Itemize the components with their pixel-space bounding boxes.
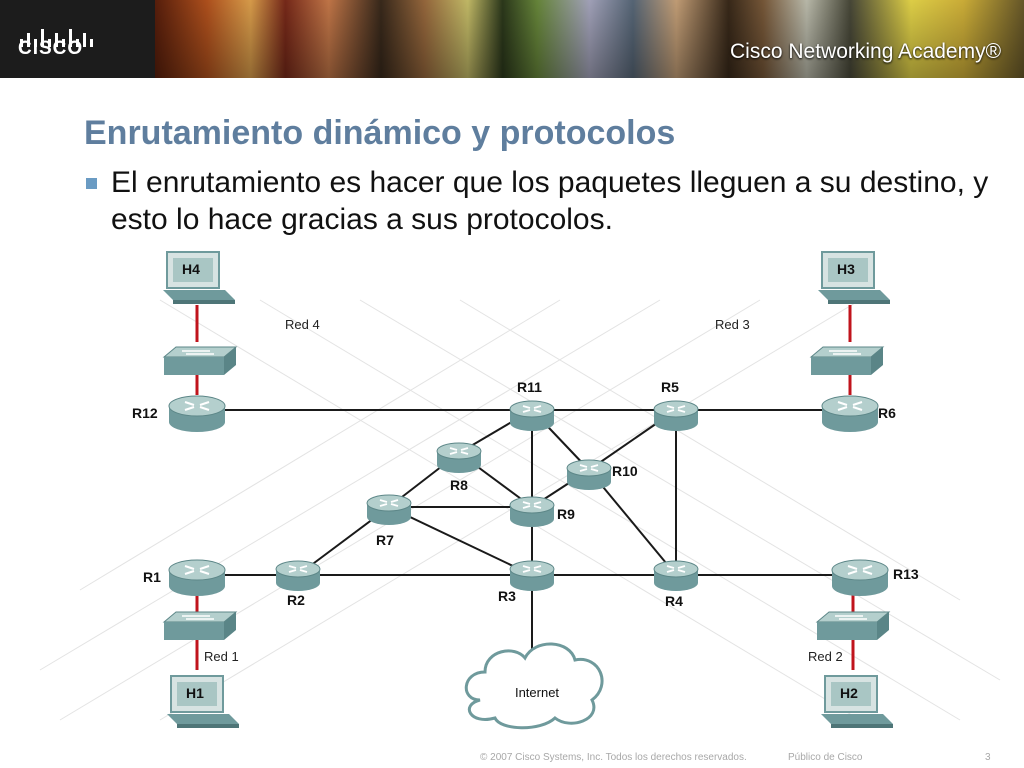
footer-classification: Público de Cisco: [788, 752, 863, 763]
router-r9-icon: [509, 496, 555, 528]
router-r9-label: R9: [557, 506, 575, 522]
banner-photo-collage: [155, 0, 1024, 78]
header-banner: CISCO Cisco Networking Academy®: [0, 0, 1024, 78]
host-h4-icon: [162, 251, 236, 305]
host-h1-icon: [166, 675, 240, 729]
banner-shade: [155, 0, 1024, 78]
switch-red3-icon: [810, 346, 884, 376]
network-red3-label: Red 3: [715, 317, 750, 332]
router-r12-label: R12: [132, 405, 158, 421]
academy-title: Cisco Networking Academy®: [730, 40, 1002, 63]
router-r5-label: R5: [661, 379, 679, 395]
router-r7-label: R7: [376, 532, 394, 548]
router-r8-label: R8: [450, 477, 468, 493]
internet-cloud-icon: [464, 642, 604, 730]
switch-red2-icon: [816, 611, 890, 641]
router-r3-label: R3: [498, 588, 516, 604]
router-r12-icon: [168, 395, 226, 433]
router-links: [197, 409, 853, 650]
host-h4-label: H4: [182, 261, 200, 277]
footer-copyright: © 2007 Cisco Systems, Inc. Todos los der…: [480, 752, 747, 763]
access-links: [195, 305, 855, 670]
router-r4-label: R4: [665, 593, 683, 609]
bullet-marker: [86, 178, 97, 189]
slide-title: Enrutamiento dinámico y protocolos: [84, 114, 676, 152]
router-r6-label: R6: [878, 405, 896, 421]
host-h1-label: H1: [186, 685, 204, 701]
router-r10-label: R10: [612, 463, 638, 479]
switch-red1-icon: [163, 611, 237, 641]
bullet-text: El enrutamiento es hacer que los paquete…: [111, 166, 989, 236]
host-h3-icon: [817, 251, 891, 305]
host-h2-icon: [820, 675, 894, 729]
internet-label: Internet: [515, 685, 559, 700]
router-r3-icon: [509, 560, 555, 592]
router-r2-icon: [275, 560, 321, 592]
router-r1-label: R1: [143, 569, 161, 585]
router-r7-icon: [366, 494, 412, 526]
switch-red4-icon: [163, 346, 237, 376]
network-red4-label: Red 4: [285, 317, 320, 332]
network-red2-label: Red 2: [808, 649, 843, 664]
router-r13-icon: [831, 559, 889, 597]
host-h3-label: H3: [837, 261, 855, 277]
host-h2-label: H2: [840, 685, 858, 701]
footer-page-number: 3: [985, 752, 991, 763]
router-r11-icon: [509, 400, 555, 432]
router-r8-icon: [436, 442, 482, 474]
cisco-bridge-logo-icon: [20, 29, 93, 47]
router-r13-label: R13: [893, 566, 919, 582]
router-r2-label: R2: [287, 592, 305, 608]
router-r6-icon: [821, 395, 879, 433]
network-red1-label: Red 1: [204, 649, 239, 664]
cisco-logo-text: CISCO: [18, 38, 84, 59]
router-r11-label: R11: [517, 379, 542, 395]
router-r1-icon: [168, 559, 226, 597]
router-r4-icon: [653, 560, 699, 592]
router-r5-icon: [653, 400, 699, 432]
router-r10-icon: [566, 459, 612, 491]
